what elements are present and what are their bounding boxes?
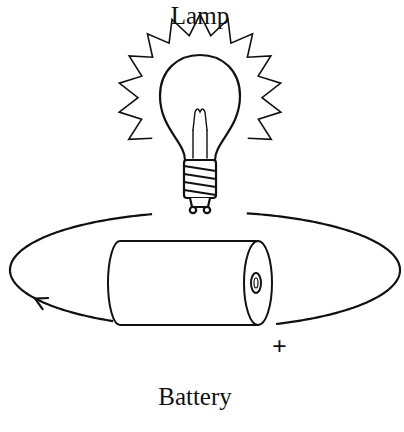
part-name: Lamp [169, 2, 231, 30]
lamp-node: Lamp [155, 0, 245, 214]
polarity-sign: + [272, 334, 287, 360]
lamp-bulb [160, 55, 240, 213]
battery-cell [108, 241, 272, 325]
part-name: Battery [156, 383, 234, 411]
battery-node: Battery [115, 238, 275, 422]
current-arrow [35, 298, 48, 309]
